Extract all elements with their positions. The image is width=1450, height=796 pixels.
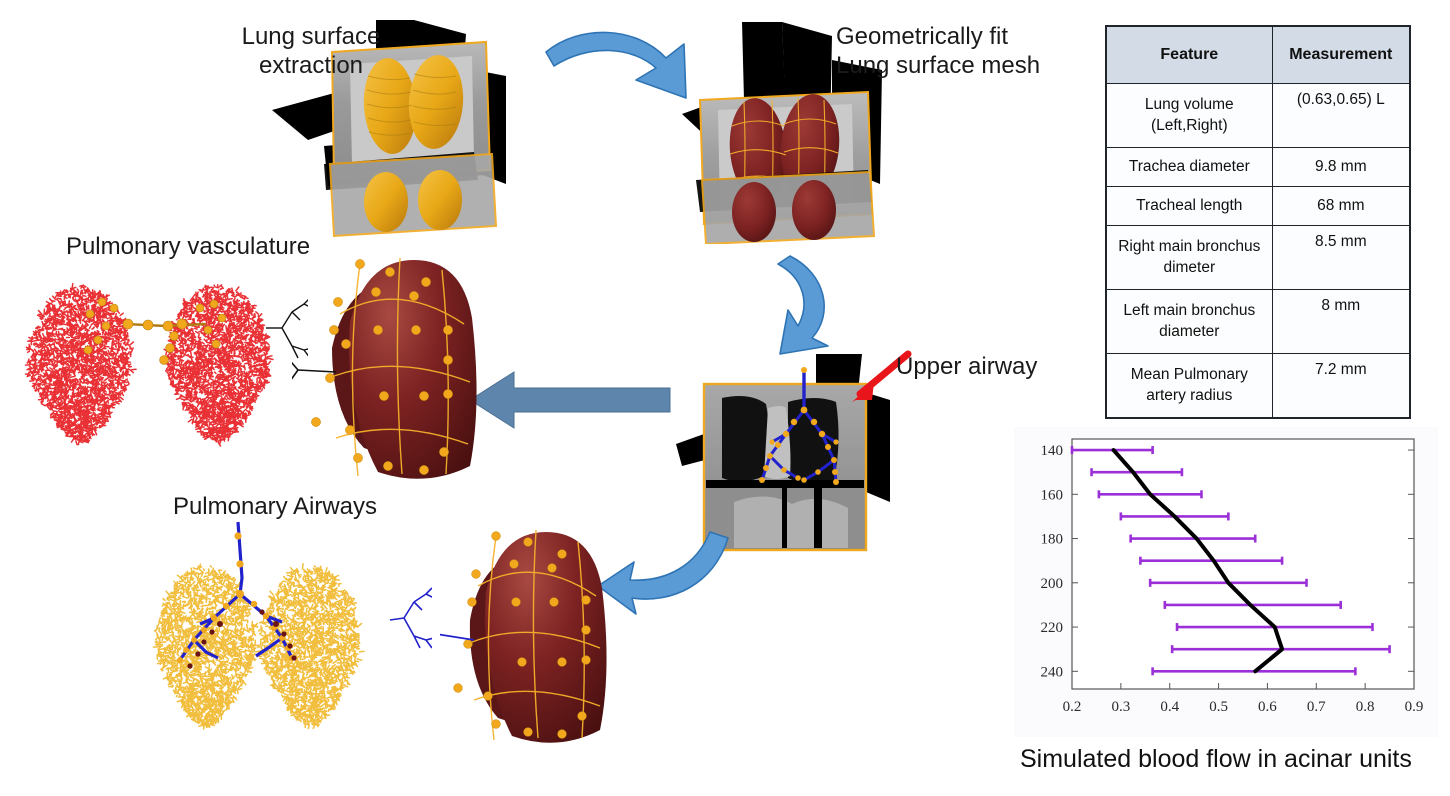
table-header-row: Feature Measurement <box>1105 25 1411 84</box>
arrow-extraction-to-fit <box>545 31 687 99</box>
label-geometric-fit: Geometrically fit Lung surface mesh <box>836 23 1041 80</box>
cell-feature: Tracheal length <box>1105 186 1273 226</box>
x-tick-label: 0.5 <box>1209 699 1228 715</box>
ct-cube-lung-extraction <box>268 14 518 242</box>
point-cloud <box>24 282 137 446</box>
cell-feature: Lung volume (Left,Right) <box>1105 83 1273 148</box>
label-lung-surface-extraction: Lung surface extraction <box>241 23 381 80</box>
cell-measurement: 7.2 mm <box>1271 353 1411 419</box>
label-pulmonary-airways: Pulmonary Airways <box>172 493 378 520</box>
y-tick-label: 220 <box>1041 620 1064 636</box>
x-tick-label: 0.9 <box>1405 699 1424 715</box>
point-cloud <box>163 284 274 447</box>
cell-measurement: (0.63,0.65) L <box>1271 83 1411 148</box>
column-header-measurement: Measurement <box>1271 25 1411 84</box>
pulmonary-airways-render <box>142 520 435 760</box>
cell-measurement: 68 mm <box>1271 186 1411 226</box>
ct-slice-upper-airway <box>676 352 890 552</box>
x-tick-label: 0.6 <box>1258 699 1277 715</box>
x-tick-label: 0.8 <box>1356 699 1375 715</box>
feature-measurement-table: Feature Measurement Lung volume (Left,Ri… <box>1105 25 1411 419</box>
arrow-upper-airway-pointer <box>852 350 912 402</box>
arrow-fit-to-ct-slice <box>777 255 829 355</box>
y-tick-label: 240 <box>1041 664 1064 680</box>
x-tick-label: 0.4 <box>1160 699 1179 715</box>
mesh-lung-lower <box>413 520 660 760</box>
column-header-feature: Feature <box>1105 25 1273 84</box>
mesh-lung-upper <box>275 252 542 502</box>
cell-feature: Right main bronchus dimeter <box>1105 225 1273 290</box>
pulmonary-vasculature-render <box>18 268 313 478</box>
point-cloud <box>256 563 365 730</box>
x-tick-label: 0.7 <box>1307 699 1326 715</box>
mean-flow-line <box>1111 448 1285 674</box>
label-upper-airway: Upper airway <box>896 353 1038 380</box>
y-tick-label: 180 <box>1041 532 1064 548</box>
cell-measurement: 8.5 mm <box>1271 225 1411 290</box>
cell-measurement: 9.8 mm <box>1271 147 1411 187</box>
y-tick-label: 160 <box>1041 487 1064 503</box>
x-tick-label: 0.2 <box>1063 699 1082 715</box>
arrow-mesh-to-vasculature <box>469 371 671 429</box>
point-cloud <box>152 563 261 730</box>
cell-feature: Mean Pulmonary artery radius <box>1105 353 1273 419</box>
label-pulmonary-vasculature: Pulmonary vasculature <box>65 233 311 260</box>
cell-feature: Trachea diameter <box>1105 147 1273 187</box>
chart-caption: Simulated blood flow in acinar units <box>1020 745 1412 773</box>
blood-flow-chart: 0.2 0.3 0.4 0.5 0.6 0.7 0.8 0.9 140 160 180 200 220 2… <box>1014 427 1438 737</box>
cell-measurement: 8 mm <box>1271 289 1411 354</box>
y-tick-label: 200 <box>1041 576 1064 592</box>
ct-cube-geometric-mesh <box>682 14 922 246</box>
y-tick-label: 140 <box>1041 443 1064 459</box>
table-row: Lung volume (Left,Right)(0.63,0.65) L <box>1105 83 1411 148</box>
cell-feature: Left main bronchus diameter <box>1105 289 1273 354</box>
x-tick-label: 0.3 <box>1111 699 1130 715</box>
chart-plot-frame <box>1071 438 1415 690</box>
